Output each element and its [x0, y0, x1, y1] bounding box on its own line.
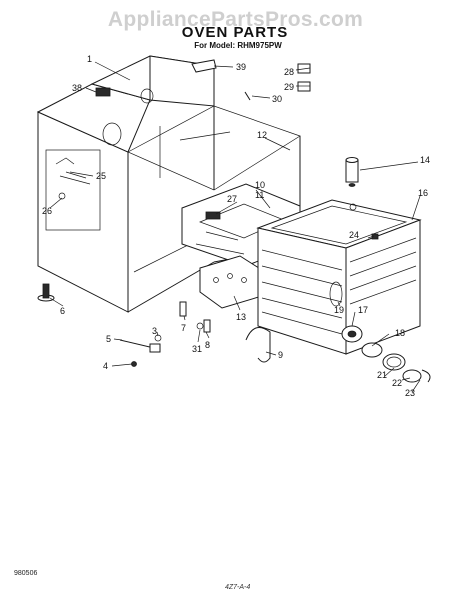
callout-5: 5	[106, 334, 111, 344]
watermark: AppliancePartsPros.com	[107, 8, 364, 31]
callout-30: 30	[272, 94, 282, 104]
callout-21: 21	[377, 370, 387, 380]
callout-28: 28	[284, 67, 294, 77]
diagram-subtitle: For Model: RHM975PW	[194, 41, 282, 50]
diagram-title: OVEN PARTS	[181, 24, 289, 41]
callout-26: 26	[42, 206, 52, 216]
callout-27: 27	[227, 194, 237, 204]
callout-24: 24	[349, 230, 359, 240]
leader-lines	[49, 61, 421, 393]
small-hardware	[119, 301, 271, 367]
light-housing	[345, 157, 359, 187]
callout-16: 16	[418, 188, 428, 198]
callout-38: 38	[72, 83, 82, 93]
callout-39: 39	[236, 62, 246, 72]
lamp-assembly	[341, 325, 431, 383]
callout-29: 29	[284, 82, 294, 92]
callout-23: 23	[405, 388, 415, 398]
callout-14: 14	[420, 155, 430, 165]
callout-1: 1	[87, 54, 92, 64]
callout-9: 9	[278, 350, 283, 360]
callout-labels: 1 3 4 5 6 7 8 9 10 11 12 13 14 16 17 18 …	[42, 54, 430, 398]
callout-7: 7	[181, 323, 186, 333]
callout-8: 8	[205, 340, 210, 350]
callout-19: 19	[334, 305, 344, 315]
callout-10: 10	[255, 180, 265, 190]
top-hardware	[58, 59, 311, 200]
callout-22: 22	[392, 378, 402, 388]
callout-4: 4	[103, 361, 108, 371]
callout-12: 12	[257, 130, 267, 140]
callout-13: 13	[236, 312, 246, 322]
document-number: 980506	[14, 570, 38, 577]
callout-25: 25	[96, 171, 106, 181]
callout-17: 17	[358, 305, 368, 315]
footer-mark: 4Z7-A-4	[225, 584, 251, 591]
callout-31: 31	[192, 344, 202, 354]
terminal-block	[199, 255, 263, 309]
callout-6: 6	[60, 306, 65, 316]
callout-3: 3	[152, 326, 157, 336]
callout-18: 18	[395, 328, 405, 338]
oven-cavity	[256, 199, 422, 355]
leveling-leg	[37, 283, 55, 302]
callout-11: 11	[255, 190, 264, 200]
